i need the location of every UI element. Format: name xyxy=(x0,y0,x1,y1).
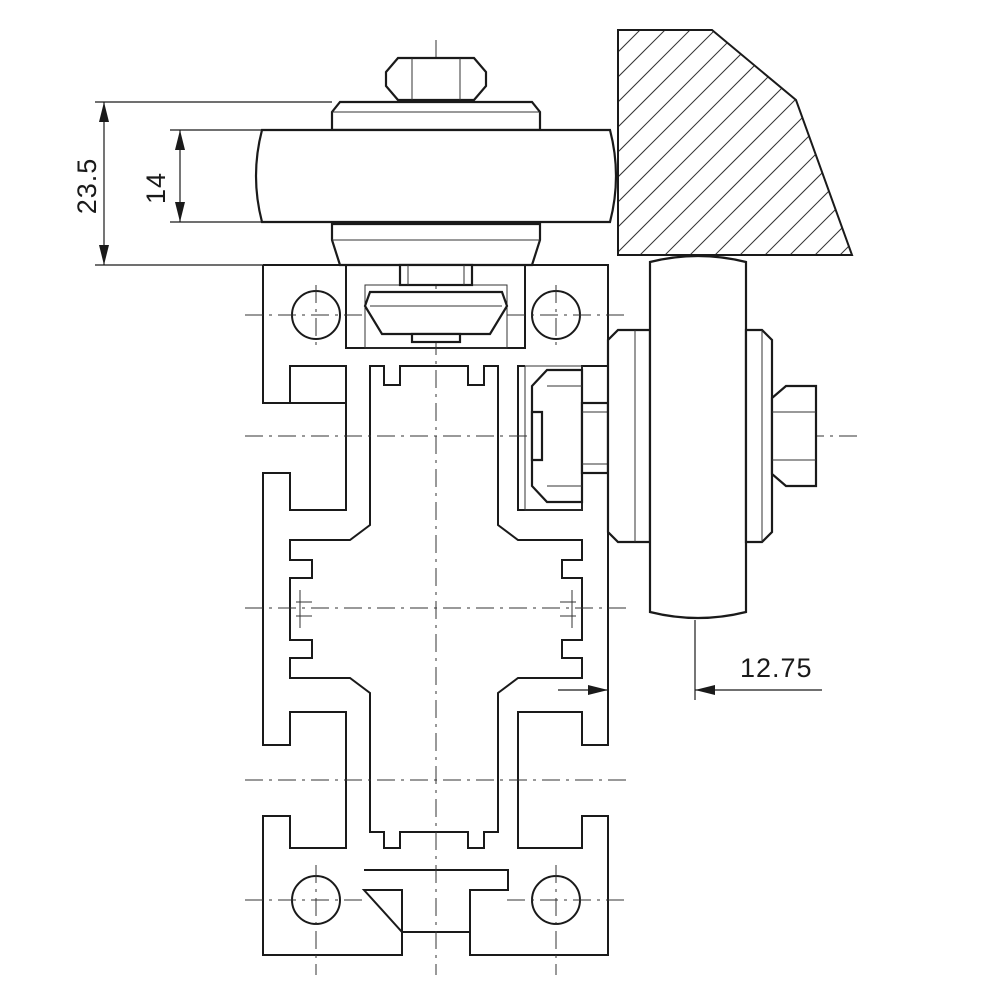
dimension-offset: 12.75 xyxy=(558,620,822,700)
top-hex-nut xyxy=(384,56,488,102)
top-upper-spacer xyxy=(330,100,542,132)
side-wheel xyxy=(648,254,748,620)
side-outer-spacer xyxy=(744,328,774,544)
top-wheel xyxy=(254,128,618,224)
dimension-overall-height: 23.5 xyxy=(72,101,332,266)
top-lower-spacer xyxy=(330,222,542,267)
dimension-label-wheel-width: 14 xyxy=(141,172,171,204)
dimension-label-overall-height: 23.5 xyxy=(72,158,102,215)
dimension-label-offset: 12.75 xyxy=(740,653,813,683)
central-cavity xyxy=(289,365,583,849)
bottom-t-slot xyxy=(361,869,509,935)
side-hex-nut xyxy=(770,384,818,488)
top-bolt-shank xyxy=(398,263,474,287)
dimension-wheel-width: 14 xyxy=(141,129,262,223)
side-t-nut xyxy=(530,368,584,504)
side-bolt-shank xyxy=(580,401,610,475)
side-wheel-assembly xyxy=(530,254,818,620)
top-t-nut xyxy=(363,290,509,336)
top-wheel-assembly xyxy=(254,56,618,344)
side-inner-spacer xyxy=(606,328,652,544)
